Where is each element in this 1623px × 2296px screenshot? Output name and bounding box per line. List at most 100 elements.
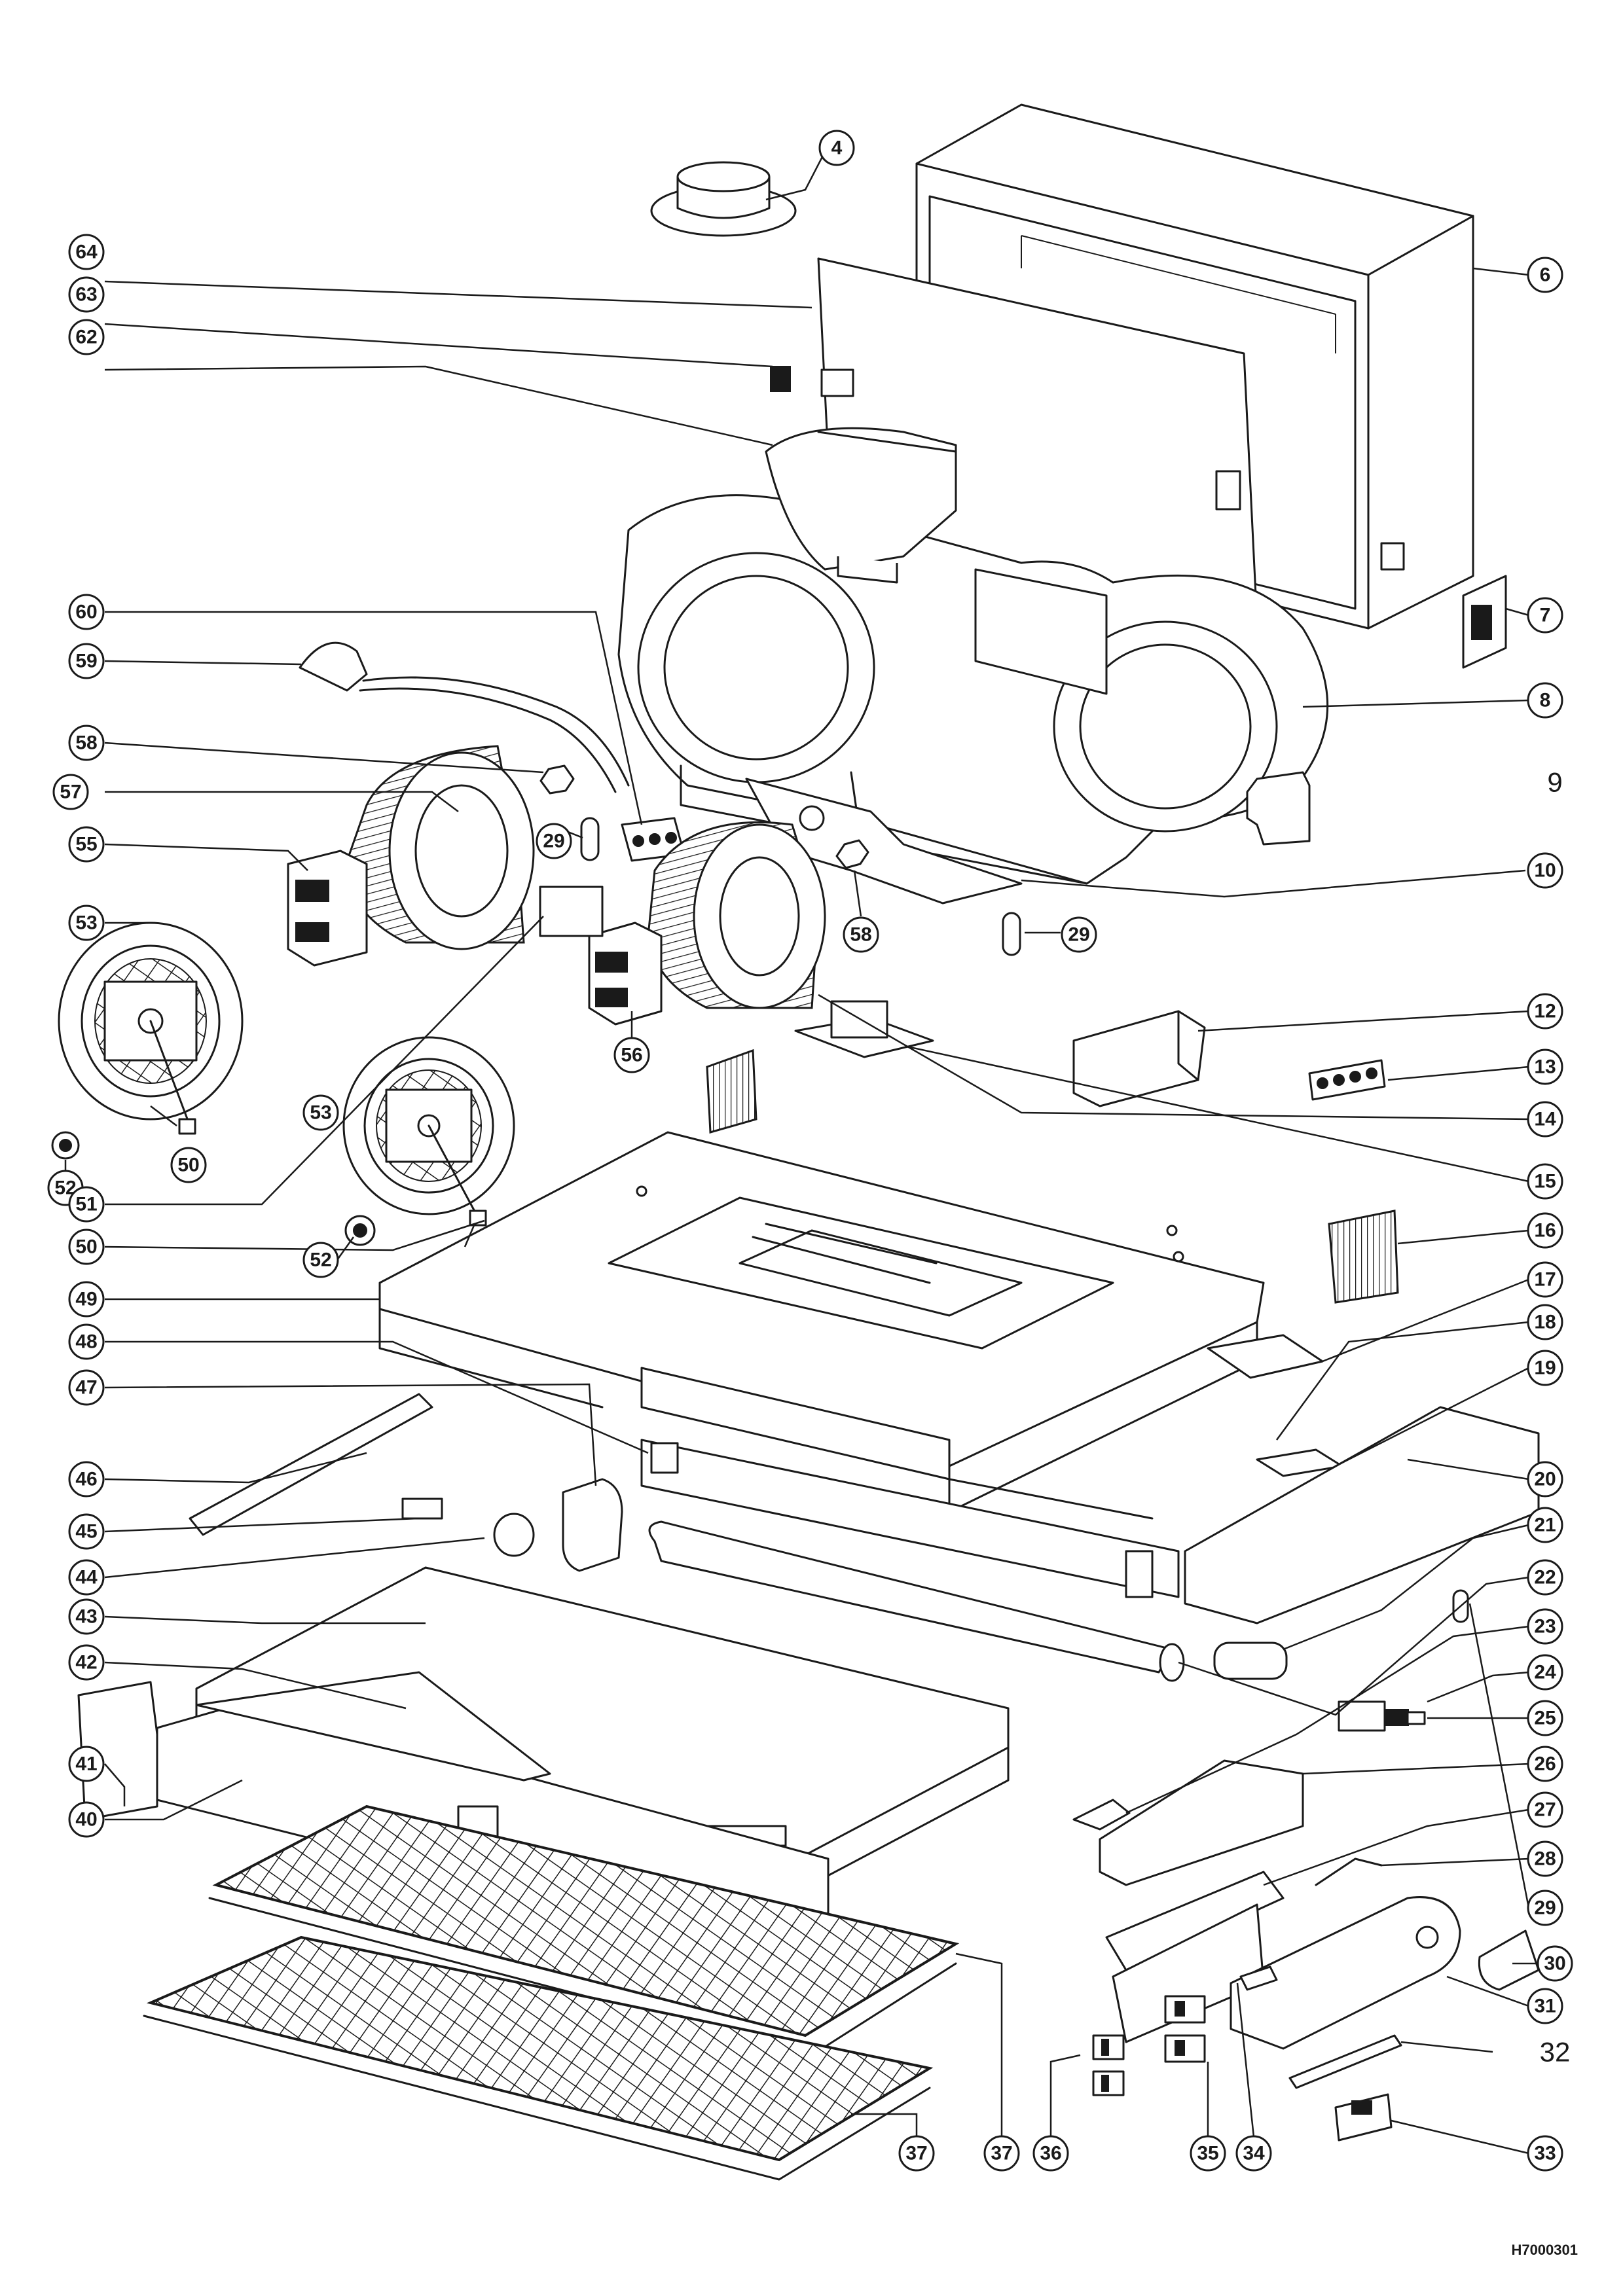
part-grommet-a	[580, 817, 600, 861]
svg-text:53: 53	[75, 912, 97, 934]
svg-text:6: 6	[1540, 264, 1551, 286]
part-fan-plate-right	[342, 1036, 515, 1227]
callout-18: 18	[1527, 1304, 1563, 1340]
part-spring	[1315, 1857, 1383, 1886]
svg-text:21: 21	[1534, 1515, 1556, 1536]
callout-46: 46	[68, 1461, 105, 1498]
callout-29-lower: 29	[1527, 1890, 1563, 1926]
callout-58-left: 58	[68, 725, 105, 761]
svg-text:40: 40	[75, 1809, 97, 1831]
svg-text:43: 43	[75, 1606, 97, 1628]
callout-59: 59	[68, 643, 105, 679]
svg-text:48: 48	[75, 1331, 97, 1353]
part-fan-plate-left	[58, 922, 244, 1135]
svg-text:45: 45	[75, 1521, 97, 1543]
callout-48: 48	[68, 1323, 105, 1360]
part-clip-23	[1072, 1799, 1131, 1831]
part-lamp-holder-plate	[1099, 1759, 1304, 2043]
svg-text:13: 13	[1534, 1056, 1556, 1078]
svg-text:15: 15	[1534, 1171, 1556, 1193]
svg-text:52: 52	[310, 1249, 331, 1271]
part-nut-lower	[835, 839, 869, 869]
callout-17: 17	[1527, 1261, 1563, 1298]
svg-text:32: 32	[1540, 2037, 1571, 2068]
callout-14: 14	[1527, 1101, 1563, 1138]
svg-text:31: 31	[1534, 1996, 1556, 2017]
part-rail	[189, 1393, 433, 1536]
callout-43: 43	[68, 1598, 105, 1635]
part-lamp-socket	[1338, 1700, 1426, 1732]
svg-text:41: 41	[75, 1753, 97, 1775]
svg-text:9: 9	[1547, 767, 1562, 798]
callout-33: 33	[1527, 2135, 1563, 2172]
callout-27: 27	[1527, 1791, 1563, 1828]
callout-26: 26	[1527, 1746, 1563, 1782]
callout-20: 20	[1527, 1461, 1563, 1498]
part-strip-17	[1207, 1334, 1324, 1379]
callout-15: 15	[1527, 1163, 1563, 1200]
svg-text:46: 46	[75, 1469, 97, 1490]
part-small-switches	[1164, 1995, 1206, 2063]
part-knob-left	[51, 1131, 80, 1160]
svg-text:59: 59	[75, 651, 97, 672]
callout-23: 23	[1527, 1608, 1563, 1645]
part-nut-upper	[539, 764, 575, 795]
svg-text:30: 30	[1544, 1953, 1565, 1975]
callout-50-left: 50	[170, 1147, 207, 1183]
svg-text:12: 12	[1534, 1001, 1556, 1022]
svg-text:63: 63	[75, 284, 97, 306]
svg-text:64: 64	[75, 242, 98, 263]
part-clip	[770, 366, 791, 392]
svg-text:57: 57	[60, 781, 81, 803]
callout-53-right: 53	[302, 1094, 339, 1131]
callout-57: 57	[52, 774, 89, 810]
svg-text:20: 20	[1534, 1469, 1556, 1490]
svg-text:10: 10	[1534, 860, 1556, 882]
svg-text:62: 62	[75, 327, 97, 348]
callout-28: 28	[1527, 1840, 1563, 1877]
part-switch-block	[1334, 2093, 1393, 2142]
part-ballast	[1230, 1896, 1461, 2050]
svg-text:55: 55	[75, 834, 97, 855]
callout-32: 32	[1540, 2037, 1571, 2068]
part-diffuser	[195, 1671, 551, 1782]
part-mount-plate	[794, 1000, 934, 1058]
svg-text:7: 7	[1540, 605, 1551, 626]
part-button-caps	[1092, 2034, 1125, 2096]
callout-30: 30	[1537, 1945, 1573, 1982]
part-contact-strip	[1288, 2034, 1402, 2089]
svg-text:49: 49	[75, 1289, 97, 1310]
callout-44: 44	[68, 1559, 105, 1596]
callout-50-right: 50	[68, 1229, 105, 1265]
part-switch	[1462, 575, 1507, 669]
svg-text:37: 37	[991, 2143, 1012, 2164]
svg-text:17: 17	[1534, 1269, 1556, 1291]
callout-40: 40	[68, 1801, 105, 1838]
callout-60: 60	[68, 594, 105, 630]
part-grille-strip	[1328, 1210, 1399, 1304]
part-lamp-holder-end	[1478, 1929, 1540, 1991]
svg-text:44: 44	[75, 1567, 98, 1588]
callout-25: 25	[1527, 1700, 1563, 1736]
svg-text:18: 18	[1534, 1312, 1556, 1333]
svg-text:23: 23	[1534, 1616, 1556, 1638]
svg-text:28: 28	[1534, 1848, 1556, 1870]
part-grille-strip-left	[706, 1049, 757, 1134]
leader-lines	[64, 149, 1539, 2155]
svg-text:42: 42	[75, 1652, 97, 1674]
part-terminal-block	[1308, 1059, 1386, 1101]
svg-text:53: 53	[310, 1102, 331, 1124]
svg-text:29: 29	[1534, 1897, 1556, 1919]
callout-21: 21	[1527, 1507, 1563, 1543]
part-terminal-cover	[1072, 1010, 1206, 1107]
callout-12: 12	[1527, 993, 1563, 1030]
svg-text:27: 27	[1534, 1799, 1556, 1821]
part-fan-housing	[617, 494, 1329, 905]
callout-53-left: 53	[68, 905, 105, 941]
part-lens	[1213, 1641, 1288, 1680]
part-bracket-47	[562, 1478, 623, 1572]
callout-19: 19	[1527, 1350, 1563, 1386]
svg-text:60: 60	[75, 601, 97, 623]
callout-63: 63	[68, 276, 105, 313]
